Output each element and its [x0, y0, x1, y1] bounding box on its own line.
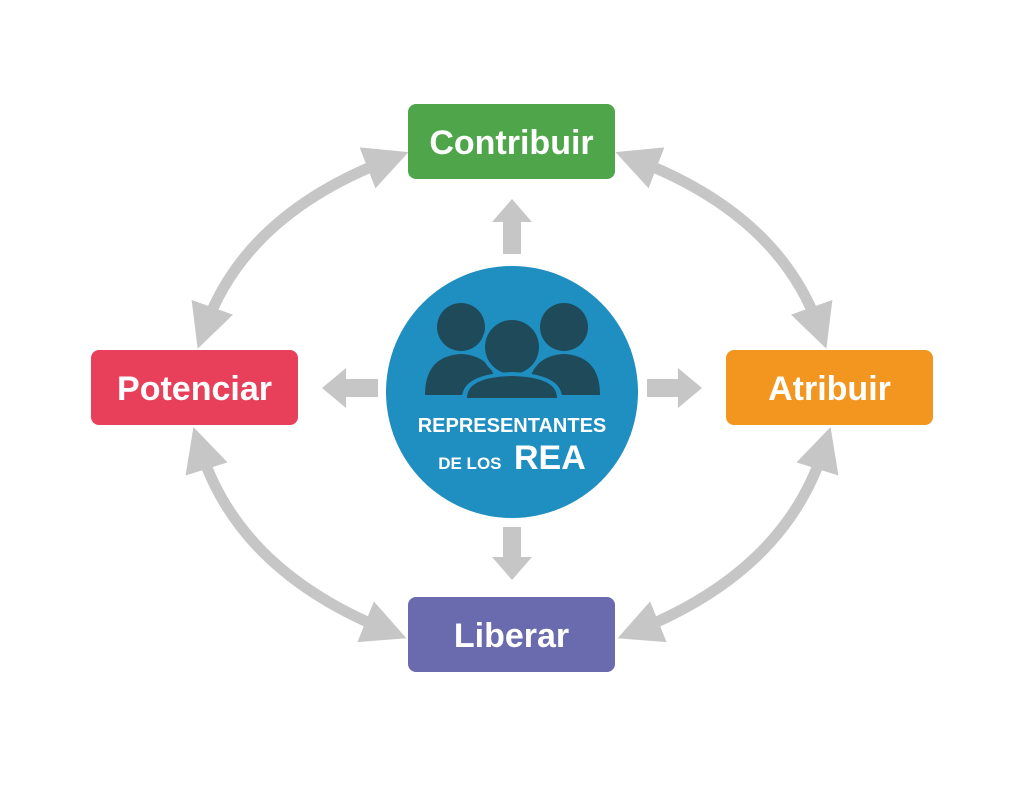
node-potenciar-box	[91, 350, 298, 425]
node-atribuir-box	[726, 350, 933, 425]
node-contribuir-box	[408, 104, 615, 179]
center-title-line1: REPRESENTANTES	[418, 415, 607, 437]
people-group-icon	[425, 303, 600, 398]
node-potenciar-label: Potenciar	[117, 370, 272, 408]
node-liberar: Liberar	[408, 597, 615, 672]
arrow-center-to-potenciar	[322, 368, 378, 408]
arrow-contribuir-atribuir	[615, 147, 833, 349]
node-atribuir-label: Atribuir	[768, 370, 891, 408]
center-circle: REPRESENTANTES DE LOS REA	[386, 266, 638, 518]
node-liberar-label: Liberar	[454, 617, 569, 655]
center-title-line2: DE LOS REA	[438, 439, 586, 477]
node-potenciar: Potenciar	[91, 350, 298, 425]
arrow-contribuir-potenciar	[191, 147, 409, 349]
arrow-center-to-contribuir	[492, 199, 532, 254]
arrow-atribuir-liberar	[617, 426, 839, 643]
arrow-center-to-liberar	[492, 527, 532, 580]
node-contribuir: Contribuir	[408, 104, 615, 179]
center-title-emphasis: REA	[514, 439, 586, 477]
arrow-center-to-atribuir	[647, 368, 702, 408]
node-liberar-box	[408, 597, 615, 672]
arrow-potenciar-liberar	[185, 426, 407, 643]
node-contribuir-label: Contribuir	[429, 124, 593, 162]
center-title-prefix: DE LOS	[438, 454, 501, 473]
node-atribuir: Atribuir	[726, 350, 933, 425]
